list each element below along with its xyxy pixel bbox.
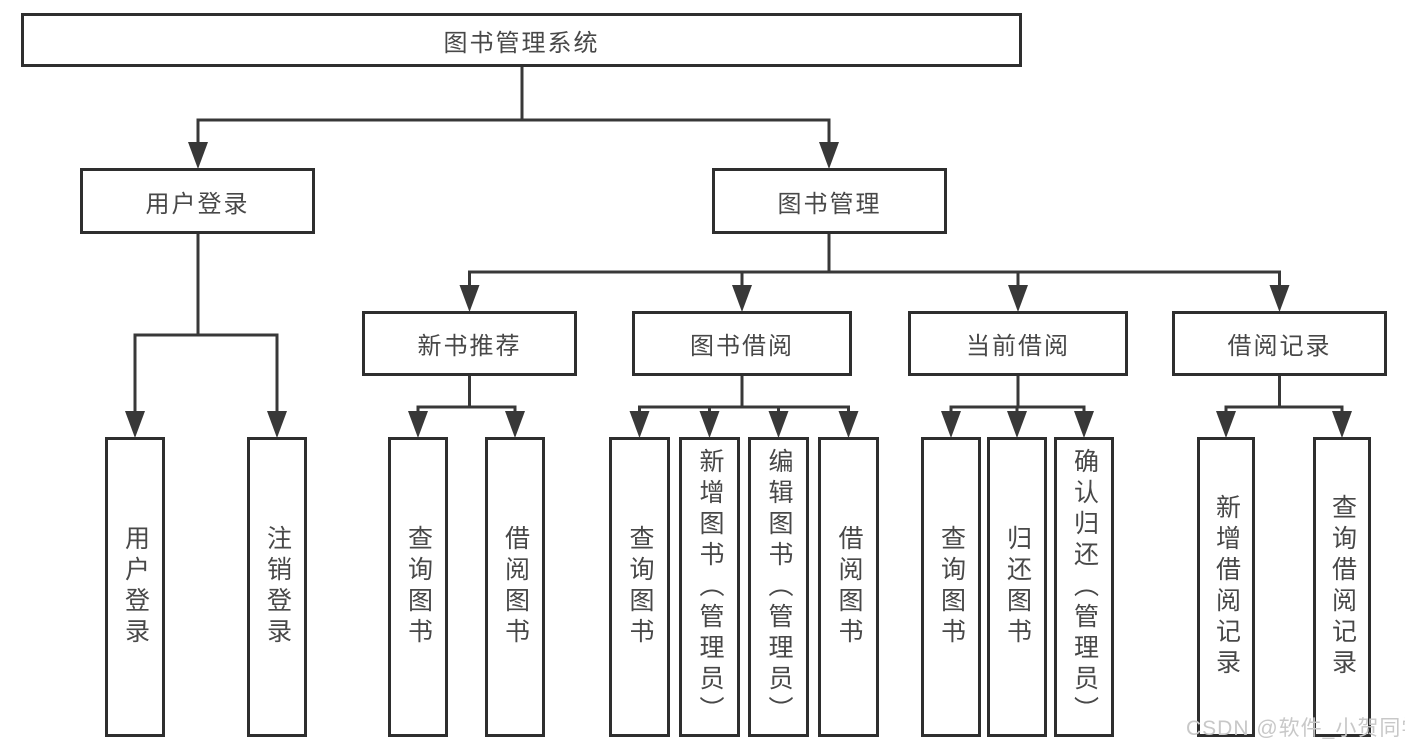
edge-bookborrow-split bbox=[638, 405, 850, 425]
leaf-borrow-books: 借阅图书 bbox=[818, 437, 879, 737]
arrowhead bbox=[459, 285, 480, 312]
csdn-watermark: CSDN @软件_小贺同学 bbox=[1186, 717, 1405, 740]
arrowhead bbox=[941, 411, 961, 438]
arrowhead bbox=[838, 411, 859, 438]
leaf-edit-books-admin: 编辑图书（管理员） bbox=[748, 437, 809, 737]
leaf-user-login: 用户登录 bbox=[105, 437, 165, 737]
node-root: 图书管理系统 bbox=[21, 13, 1022, 67]
arrowhead bbox=[1007, 411, 1027, 438]
leaf-query-books: 查询图书 bbox=[388, 437, 448, 737]
leaf-borrow-books: 借阅图书 bbox=[485, 437, 545, 737]
leaf-add-borrow-record: 新增借阅记录 bbox=[1197, 437, 1255, 737]
leaf-confirm-return-admin: 确认归还（管理员） bbox=[1054, 437, 1114, 737]
arrowhead bbox=[819, 142, 839, 169]
arrowhead bbox=[768, 411, 789, 438]
arrowhead bbox=[1008, 285, 1028, 312]
leaf-return-books: 归还图书 bbox=[987, 437, 1047, 737]
arrowhead bbox=[267, 411, 287, 438]
arrowhead bbox=[1269, 285, 1290, 312]
arrowhead bbox=[125, 411, 145, 438]
arrowhead bbox=[1074, 411, 1094, 438]
arrowhead bbox=[732, 285, 752, 312]
leaf-query-books: 查询图书 bbox=[609, 437, 670, 737]
edge-records-split bbox=[1224, 405, 1344, 425]
leaf-query-borrow-record: 查询借阅记录 bbox=[1313, 437, 1371, 737]
edge-root-split bbox=[196, 118, 831, 155]
arrowhead bbox=[408, 411, 428, 438]
arrowhead bbox=[629, 411, 650, 438]
arrowheads bbox=[125, 142, 1352, 438]
node-current-borrowing: 当前借阅 bbox=[908, 311, 1128, 376]
leaf-add-books-admin: 新增图书（管理员） bbox=[679, 437, 740, 737]
node-borrowing-records: 借阅记录 bbox=[1172, 311, 1387, 376]
node-new-book-recommendation: 新书推荐 bbox=[362, 311, 577, 376]
node-user-login: 用户登录 bbox=[80, 168, 315, 234]
leaf-query-books: 查询图书 bbox=[921, 437, 981, 737]
edge-userlogin-split bbox=[133, 333, 279, 425]
arrowhead bbox=[1332, 411, 1352, 438]
arrowhead bbox=[1216, 411, 1236, 438]
arrowhead bbox=[188, 142, 208, 169]
node-book-management: 图书管理 bbox=[712, 168, 947, 234]
leaf-logout: 注销登录 bbox=[247, 437, 307, 737]
edge-bookmgmt-split bbox=[468, 270, 1281, 298]
node-book-borrowing: 图书借阅 bbox=[632, 311, 852, 376]
edge-newbook-split bbox=[416, 405, 517, 425]
arrowhead bbox=[699, 411, 720, 438]
arrowhead bbox=[505, 411, 525, 438]
